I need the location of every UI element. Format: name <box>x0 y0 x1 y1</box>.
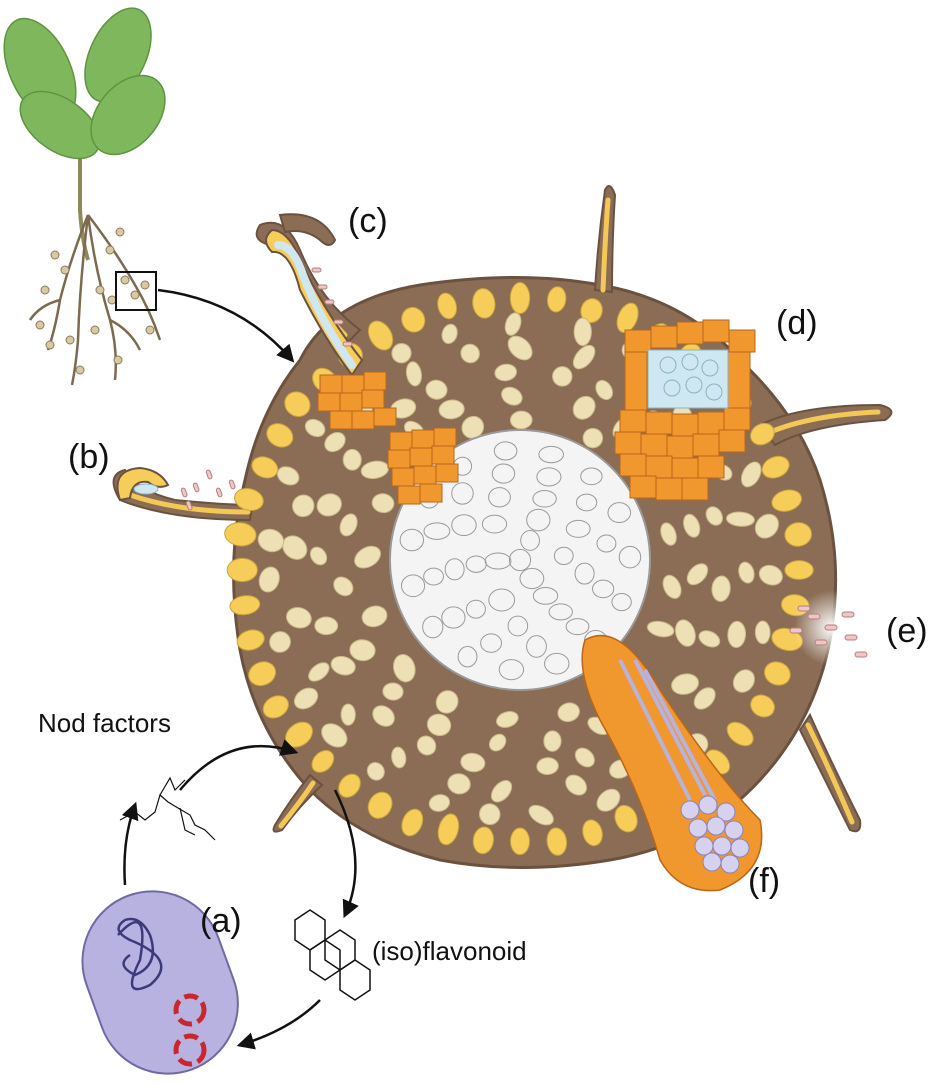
zoom-arrow <box>158 290 292 360</box>
epidermis-cell <box>785 561 813 580</box>
cortex-cell <box>755 621 770 644</box>
label-c: (c) <box>348 202 388 241</box>
label-e: (e) <box>886 612 928 651</box>
cortex-cell <box>544 731 562 752</box>
seedling-plant <box>0 0 180 385</box>
isoflavonoid-molecule <box>295 910 370 1000</box>
label-nod-factors: Nod factors <box>38 708 171 739</box>
label-b: (b) <box>68 438 110 477</box>
cortex-cell <box>574 318 591 346</box>
label-a: (a) <box>200 902 242 941</box>
cortex-cell <box>343 449 361 470</box>
cortex-cell <box>341 704 355 725</box>
epidermis-cell <box>510 283 529 314</box>
epidermis-cell <box>227 558 257 581</box>
cortex-cell <box>315 617 338 635</box>
root-cross-section <box>114 186 892 868</box>
label-d: (d) <box>776 304 818 343</box>
cortex-cell <box>510 411 532 429</box>
epidermis-cell <box>511 828 530 855</box>
label-isoflavonoid: (iso)flavonoid <box>372 936 527 967</box>
label-f: (f) <box>748 862 780 901</box>
